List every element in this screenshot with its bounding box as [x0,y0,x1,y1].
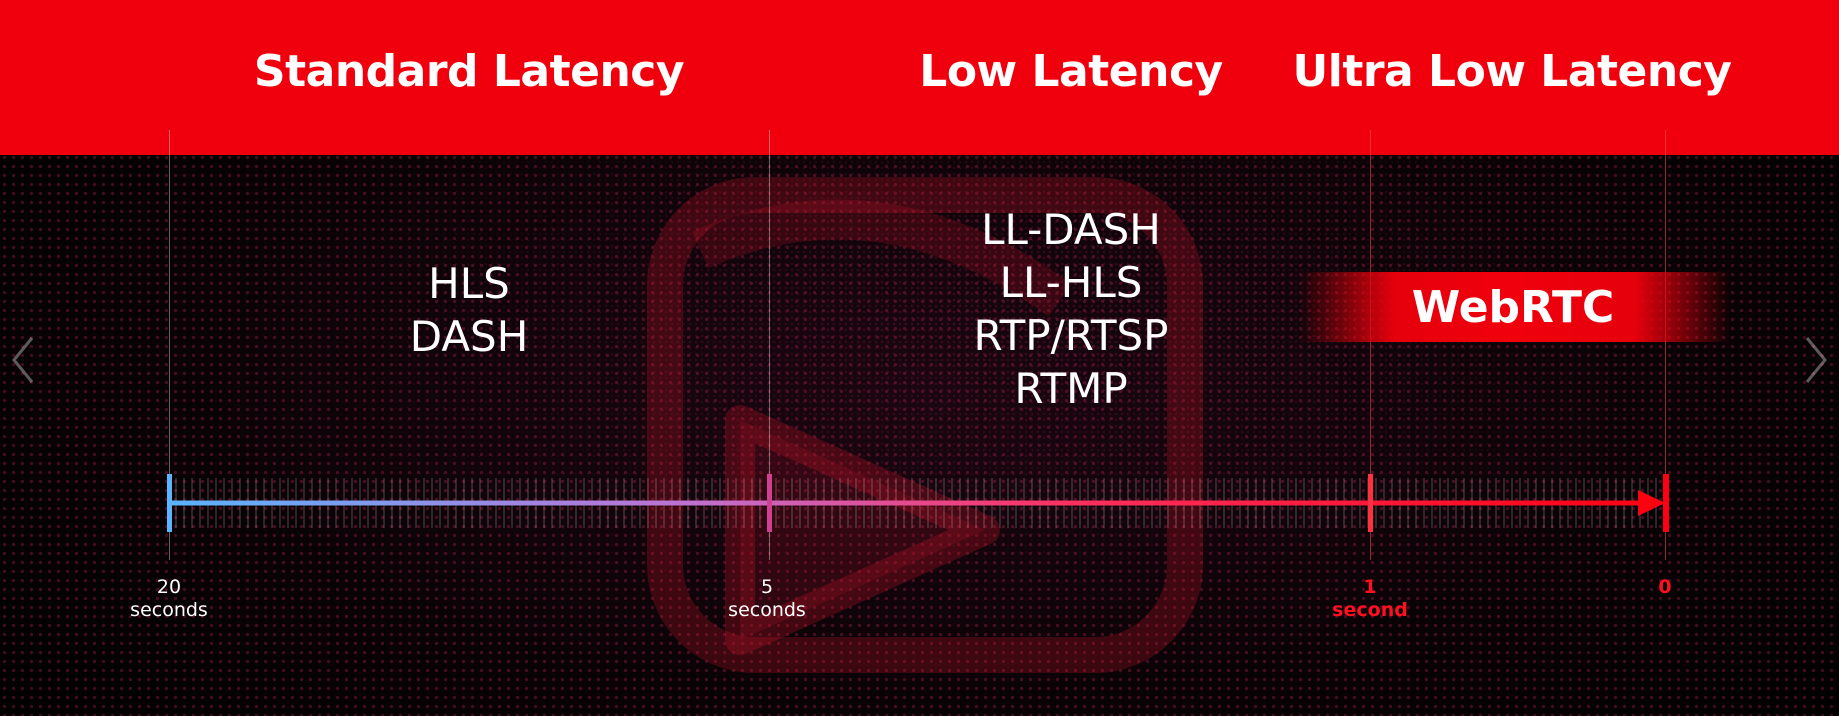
tick-value: 20 [156,576,182,598]
divider-5s [769,130,770,560]
ultra-low-latency-heading: Ultra Low Latency [1292,46,1732,97]
tick-label-5s: 5 seconds [728,576,806,622]
divider-0s [1665,130,1666,560]
timeline-arrowhead [1638,490,1665,516]
latency-timeline [167,474,1669,532]
webrtc-label: WebRTC [1411,282,1615,333]
tick-unit: seconds [728,599,806,621]
divider-1s [1370,130,1371,560]
tick-label-0s: 0 [1658,576,1671,599]
tick-unit: second [1332,599,1408,621]
chevron-right-icon[interactable] [1801,330,1831,390]
protocol-label: RTMP [1014,364,1128,413]
protocol-label: LL-DASH [981,205,1161,254]
protocol-label: RTP/RTSP [973,311,1169,360]
tick-value: 5 [760,576,774,598]
tick-label-1s: 1 second [1332,576,1408,622]
timeline-marker-20s [167,474,172,532]
low-protocol-list: LL-DASH LL-HLS RTP/RTSP RTMP [973,203,1168,415]
timeline-marker-0s [1663,474,1669,532]
tick-unit: seconds [130,599,208,621]
divider-20s [169,130,170,560]
protocol-label: DASH [409,312,529,361]
standard-latency-heading: Standard Latency [253,46,685,97]
chevron-left-icon[interactable] [8,330,38,390]
tick-label-20s: 20 seconds [130,576,208,622]
timeline-marker-1s [1368,474,1373,532]
timeline-marker-5s [767,474,772,532]
protocol-label: LL-HLS [999,258,1143,307]
protocol-label: HLS [428,259,510,308]
tick-value: 0 [1658,576,1672,598]
tick-value: 1 [1363,576,1377,598]
latency-header-bar: Standard Latency Low Latency Ultra Low L… [0,0,1839,155]
low-latency-heading: Low Latency [919,46,1223,97]
webrtc-highlight-band [1300,272,1730,342]
standard-protocol-list: HLS DASH [410,257,529,363]
